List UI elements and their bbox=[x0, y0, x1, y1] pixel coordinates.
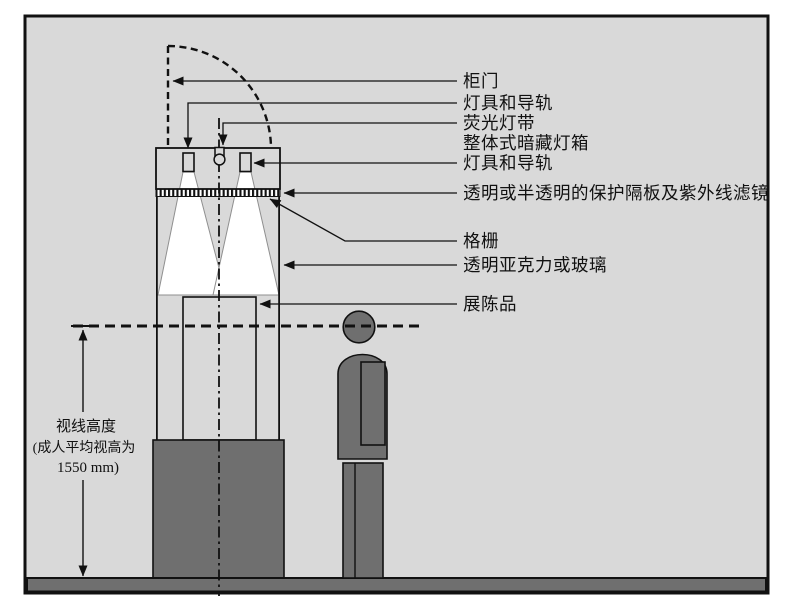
lamp-right bbox=[239, 152, 252, 173]
label-lamp-track-top: 灯具和导轨 bbox=[463, 93, 553, 113]
leader-fluorescent bbox=[218, 122, 457, 146]
label-lightbox: 整体式暗藏灯箱 bbox=[463, 133, 589, 153]
label-exhibit: 展陈品 bbox=[463, 294, 517, 314]
eye-height-line2: (成人平均视高为 bbox=[33, 439, 136, 456]
label-acrylic: 透明亚克力或玻璃 bbox=[463, 255, 607, 275]
label-lamp-track-side: 灯具和导轨 bbox=[463, 153, 553, 173]
fluorescent-lamp-tube bbox=[213, 153, 226, 166]
eye-height-dimension bbox=[71, 325, 95, 577]
leader-lamp-track-top bbox=[183, 102, 457, 149]
label-grille: 格栅 bbox=[463, 231, 499, 251]
eye-height-line3: 1550 mm) bbox=[57, 460, 119, 476]
cabinet-door-swing-arc bbox=[167, 44, 273, 148]
floor bbox=[26, 577, 767, 593]
protective-panel-strip bbox=[155, 188, 281, 197]
person-head bbox=[342, 310, 376, 344]
person-legs bbox=[342, 462, 384, 579]
callout-labels: 柜门 灯具和导轨 荧光灯带 整体式暗藏灯箱 灯具和导轨 透明或半透明的保护隔板及… bbox=[463, 71, 769, 314]
eye-height-note: 视线高度 (成人平均视高为 1550 mm) bbox=[33, 418, 136, 476]
person-arm bbox=[360, 361, 386, 446]
lamp-left bbox=[182, 152, 195, 173]
dimension-text-backing bbox=[28, 416, 146, 478]
callout-leaders bbox=[172, 76, 457, 309]
label-protective-panel: 透明或半透明的保护隔板及紫外线滤镜 bbox=[463, 183, 769, 203]
label-cabinet-door: 柜门 bbox=[463, 71, 499, 91]
leader-grille bbox=[269, 198, 457, 242]
label-fluorescent: 荧光灯带 bbox=[463, 113, 535, 133]
eye-height-line1: 视线高度 bbox=[56, 418, 116, 435]
person-figure bbox=[337, 310, 388, 579]
